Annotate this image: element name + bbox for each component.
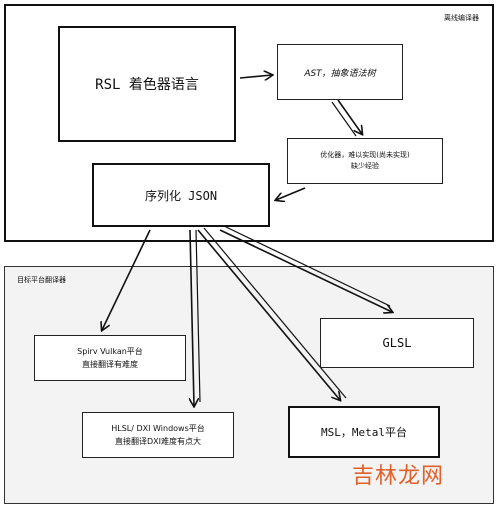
hlsl-node-line1: HLSL/ DXI Windows平台 [111, 424, 205, 433]
rsl-node-label: RSL 着色器语言 [95, 77, 199, 93]
hlsl-dxi-node: HLSL/ DXI Windows平台 直接翻译DXI难度有点大 [82, 412, 234, 458]
optimizer-node: 优化器，难以实现(尚未实现) 缺少经验 [287, 138, 443, 184]
json-node-label: 序列化 JSON [144, 188, 218, 203]
spirv-node-line2: 直接翻译有难度 [82, 360, 138, 369]
msl-metal-node: MSL，Metal平台 [288, 406, 440, 458]
json-serialization-node: 序列化 JSON [92, 163, 270, 227]
ast-node-label: AST，抽象语法树 [304, 68, 376, 79]
optimizer-node-line2: 缺少经验 [351, 162, 379, 170]
spirv-vulkan-node: Spirv Vulkan平台 直接翻译有难度 [34, 335, 186, 381]
watermark: 吉林龙网 [352, 464, 445, 489]
glsl-node: GLSL [320, 318, 474, 368]
ast-node: AST，抽象语法树 [277, 44, 403, 100]
rsl-shader-language-node: RSL 着色器语言 [58, 26, 236, 142]
optimizer-node-line1: 优化器，难以实现(尚未实现) [320, 151, 410, 159]
hlsl-node-line2: 直接翻译DXI难度有点大 [115, 437, 201, 446]
msl-node-label: MSL，Metal平台 [321, 426, 407, 439]
glsl-node-label: GLSL [382, 336, 412, 350]
target-platform-translator-label: 目标平台翻译器 [17, 276, 66, 284]
spirv-node-line1: Spirv Vulkan平台 [77, 347, 143, 356]
offline-compiler-label: 离线编译器 [444, 14, 479, 22]
